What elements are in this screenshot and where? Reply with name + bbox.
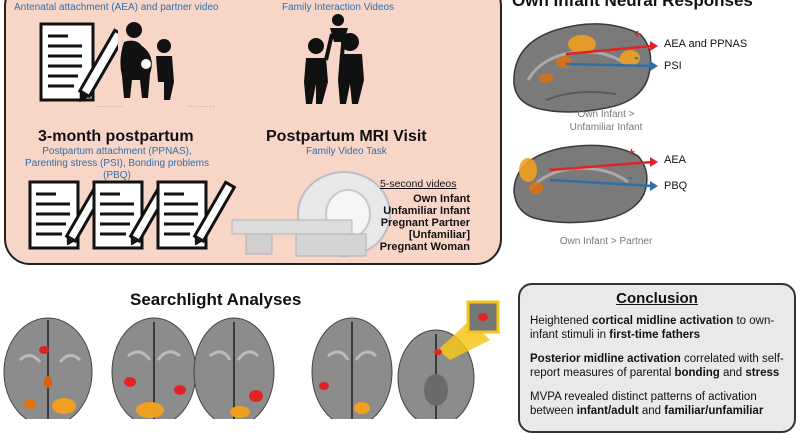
top-minus-label: PSI xyxy=(664,60,682,72)
postpartum-3mo-measures: Postpartum attachment (PPNAS), Parenting… xyxy=(25,146,209,181)
axial-brain-1 xyxy=(3,317,93,419)
minus-sign-top: - xyxy=(634,49,639,65)
conclusion-point-1: Heightened cortical midline activation t… xyxy=(530,315,775,341)
searchlight-title: Searchlight Analyses xyxy=(130,290,302,309)
axial-brain-3 xyxy=(193,317,275,419)
video-pregnant-partner: Pregnant Partner xyxy=(380,217,470,229)
conclusion-panel xyxy=(518,283,796,433)
axial-brain-5 xyxy=(397,300,500,419)
plus-sign-bottom: + xyxy=(628,145,635,159)
conclusion-title: Conclusion xyxy=(616,290,698,307)
top-plus-label: AEA and PPNAS xyxy=(664,38,748,50)
conclusion-point-2: Posterior midline activation correlated … xyxy=(530,353,784,379)
mri-visit-subtitle: Family Video Task xyxy=(306,146,387,157)
video-pregnant-woman: Pregnant Woman xyxy=(379,241,470,253)
postpartum-3mo-title: 3-month postpartum xyxy=(38,128,194,145)
questionnaires-icon-group xyxy=(28,180,236,250)
fine-print-note-2: · · · · · · · · · xyxy=(188,104,215,110)
axial-brain-4 xyxy=(311,317,393,419)
video-unfamiliar-bracket: [Unfamiliar] xyxy=(408,229,470,241)
brain-sagittal-own-vs-unfamiliar: + - xyxy=(513,23,658,113)
mri-visit-title: Postpartum MRI Visit xyxy=(266,128,427,145)
bottom-brain-caption: Own Infant > Partner xyxy=(559,236,653,247)
family-video-label: Family Interaction Videos xyxy=(282,2,395,13)
axial-brain-2 xyxy=(111,317,197,419)
video-own-infant: Own Infant xyxy=(413,193,470,205)
pregnant-couple-icon xyxy=(120,22,174,100)
bottom-plus-label: AEA xyxy=(664,154,687,166)
top-brain-caption: Own Infant > Unfamiliar Infant xyxy=(569,109,643,133)
conclusion-point-3: MVPA revealed distinct patterns of activ… xyxy=(530,391,764,417)
plus-sign-top: + xyxy=(634,27,641,41)
minus-sign-bottom: - xyxy=(628,169,633,185)
searchlight-axial-brains xyxy=(3,300,500,419)
family-interaction-icon xyxy=(304,14,364,104)
brain-sagittal-own-vs-partner: + - xyxy=(513,144,658,224)
mri-scanner-illustration xyxy=(231,171,391,257)
videos-heading: 5-second videos xyxy=(380,178,457,190)
video-unfamiliar-infant: Unfamiliar Infant xyxy=(383,205,470,217)
questionnaire-icon xyxy=(39,22,118,103)
prenatal-measures-label: Antenatal attachment (AEA) and partner v… xyxy=(14,2,219,13)
fine-print-note-1: · · · · · · · · · xyxy=(96,104,123,110)
neural-responses-title: Own Infant Neural Responses xyxy=(512,0,753,10)
bottom-minus-label: PBQ xyxy=(664,180,688,192)
